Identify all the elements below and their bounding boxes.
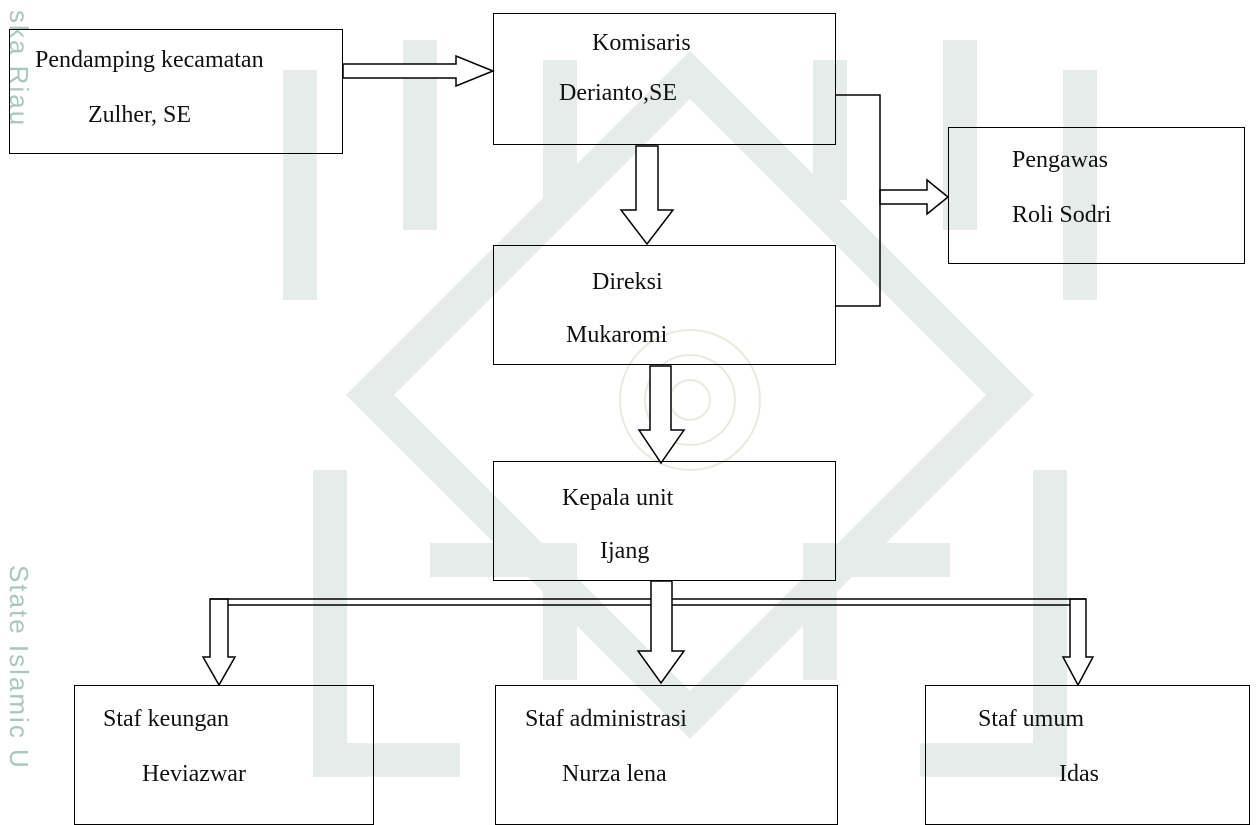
node-pengawas-name: Roli Sodri xyxy=(1012,202,1112,228)
node-kepala-unit: Kepala unit Ijang xyxy=(493,461,836,581)
node-kepala-unit-role: Kepala unit xyxy=(562,485,674,511)
node-pendamping: Pendamping kecamatan Zulher, SE xyxy=(9,29,343,154)
node-pendamping-name: Zulher, SE xyxy=(88,102,192,128)
node-pengawas: Pengawas Roli Sodri xyxy=(948,127,1245,264)
arrow-to-staf-keuangan xyxy=(201,598,237,687)
connector-layer xyxy=(201,54,1095,687)
node-staf-administrasi-role: Staf administrasi xyxy=(525,706,687,732)
node-pengawas-role: Pengawas xyxy=(1012,147,1108,173)
node-direksi-name: Mukaromi xyxy=(566,322,668,348)
arrow-kepala-to-administrasi xyxy=(636,580,686,685)
node-staf-keuangan-name: Heviazwar xyxy=(142,761,246,787)
arrow-to-staf-umum xyxy=(1061,598,1095,687)
watermark-side-text-bottom: State Islamic U xyxy=(4,565,34,770)
node-staf-umum-role: Staf umum xyxy=(978,706,1084,732)
node-staf-administrasi: Staf administrasi Nurza lena xyxy=(495,685,838,825)
arrow-komisaris-to-direksi xyxy=(619,145,675,246)
node-staf-administrasi-name: Nurza lena xyxy=(562,761,667,787)
node-staf-umum: Staf umum Idas xyxy=(925,685,1250,825)
node-komisaris-name: Derianto,SE xyxy=(559,80,677,106)
arrow-bracket-to-pengawas xyxy=(879,178,950,216)
node-pendamping-role: Pendamping kecamatan xyxy=(35,47,264,73)
watermark-emblem xyxy=(283,40,1097,777)
bracket-komisaris xyxy=(836,94,881,307)
node-staf-keuangan-role: Staf keungan xyxy=(103,706,229,732)
arrow-direksi-to-kepala xyxy=(637,365,686,465)
node-komisaris-role: Komisaris xyxy=(592,30,691,56)
node-kepala-unit-name: Ijang xyxy=(600,538,650,564)
node-staf-keuangan: Staf keungan Heviazwar xyxy=(74,685,374,825)
node-staf-umum-name: Idas xyxy=(1059,761,1099,787)
node-direksi-role: Direksi xyxy=(592,269,663,295)
node-komisaris: Komisaris Derianto,SE xyxy=(493,13,836,145)
arrow-pendamping-to-komisaris xyxy=(342,54,495,88)
node-direksi: Direksi Mukaromi xyxy=(493,245,836,365)
